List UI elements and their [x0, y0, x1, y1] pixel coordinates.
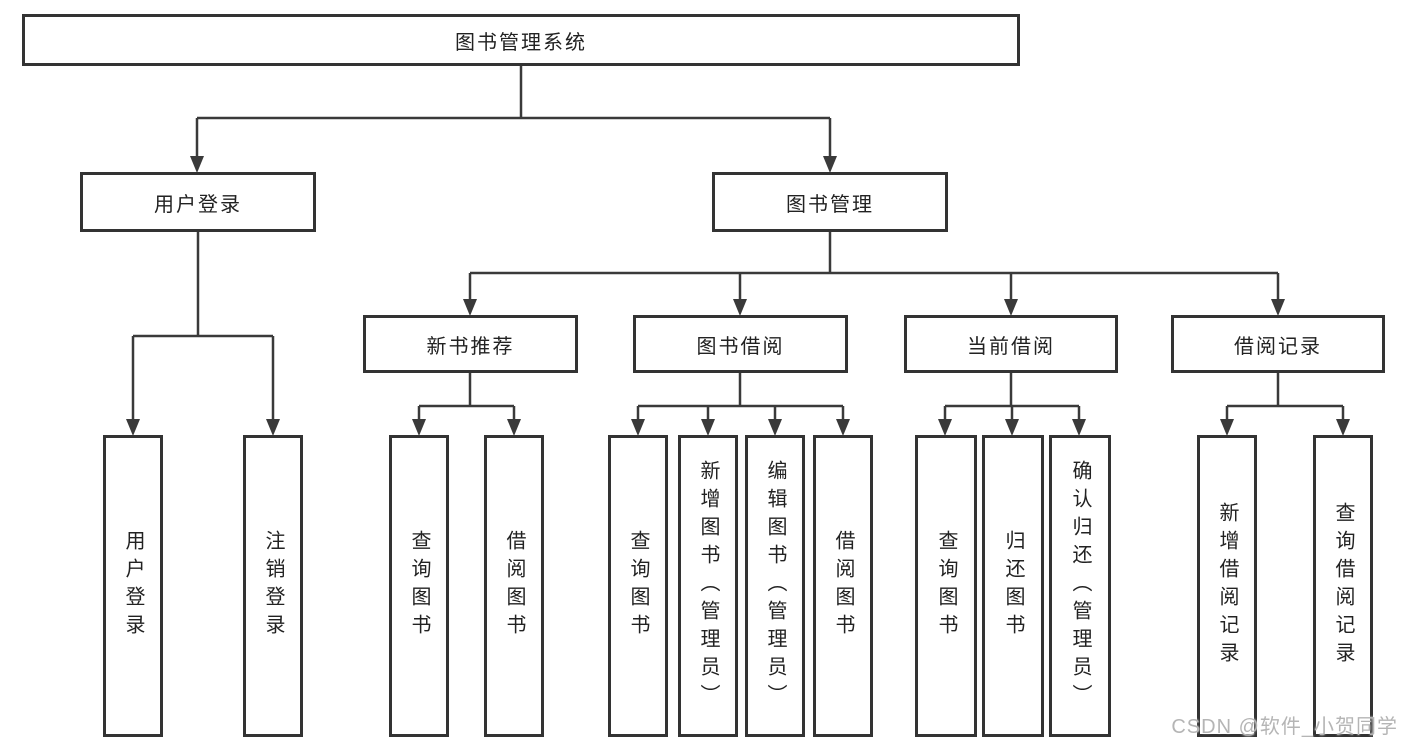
leaf-nbr-query-books: 查询图书	[389, 435, 449, 737]
node-current-borrowing-label: 当前借阅	[967, 335, 1055, 358]
leaf-bb-query-books: 查询图书	[608, 435, 668, 737]
leaf-cb-return-books-label: 归还图书	[1002, 530, 1024, 642]
node-root-library-system: 图书管理系统	[22, 14, 1020, 66]
leaf-cb-confirm-return-admin-label: 确认归还（管理员）	[1069, 460, 1091, 712]
leaf-nbr-borrow-books: 借阅图书	[484, 435, 544, 737]
leaf-cb-query-books-label: 查询图书	[935, 530, 957, 642]
leaf-logout: 注销登录	[243, 435, 303, 737]
arrowheads-level2	[190, 156, 837, 173]
connector-borrow-records-children	[1225, 373, 1345, 421]
leaf-bb-borrow-books: 借阅图书	[813, 435, 873, 737]
node-user-login-label: 用户登录	[154, 193, 242, 216]
node-borrowing-records: 借阅记录	[1171, 315, 1385, 373]
leaf-bb-borrow-books-label: 借阅图书	[832, 530, 854, 642]
leaf-nbr-borrow-books-label: 借阅图书	[503, 530, 525, 642]
node-book-borrowing: 图书借阅	[633, 315, 848, 373]
connector-book-borrow-children	[636, 373, 845, 421]
node-new-book-recommendation: 新书推荐	[363, 315, 578, 373]
leaf-bb-query-books-label: 查询图书	[627, 530, 649, 642]
leaf-cb-return-books: 归还图书	[982, 435, 1044, 737]
arrowheads-current-borrow-children	[938, 419, 1086, 436]
leaf-bb-edit-books-admin: 编辑图书（管理员）	[745, 435, 805, 737]
leaf-bb-add-books-admin: 新增图书（管理员）	[678, 435, 738, 737]
node-user-login: 用户登录	[80, 172, 316, 232]
node-book-borrowing-label: 图书借阅	[696, 335, 785, 358]
leaf-br-add-record-label: 新增借阅记录	[1216, 502, 1238, 670]
node-new-book-recommendation-label: 新书推荐	[426, 335, 515, 358]
csdn-watermark: CSDN @软件_小贺同学	[1171, 716, 1398, 738]
arrowheads-borrow-records-children	[1220, 419, 1350, 436]
node-root-label: 图书管理系统	[455, 31, 587, 54]
leaf-br-query-record: 查询借阅记录	[1313, 435, 1373, 737]
leaf-bb-add-books-admin-label: 新增图书（管理员）	[697, 460, 719, 712]
connector-new-book-rec-children	[417, 373, 516, 421]
arrowheads-book-mgmt-sections	[463, 299, 1285, 316]
leaf-user-login-label: 用户登录	[122, 530, 144, 642]
arrowheads-book-borrow-children	[631, 419, 850, 436]
arrowheads-user-login-children	[126, 419, 280, 436]
connector-root-to-level2	[195, 66, 832, 158]
connector-user-login-children	[131, 232, 275, 421]
leaf-cb-confirm-return-admin: 确认归还（管理员）	[1049, 435, 1111, 737]
leaf-br-add-record: 新增借阅记录	[1197, 435, 1257, 737]
node-borrowing-records-label: 借阅记录	[1234, 335, 1322, 358]
connector-current-borrow-children	[943, 373, 1081, 421]
node-book-management: 图书管理	[712, 172, 948, 232]
node-current-borrowing: 当前借阅	[904, 315, 1118, 373]
arrowheads-new-book-rec-children	[412, 419, 521, 436]
leaf-br-query-record-label: 查询借阅记录	[1332, 502, 1354, 670]
connector-book-mgmt-sections	[468, 232, 1280, 301]
leaf-logout-label: 注销登录	[262, 530, 284, 642]
leaf-nbr-query-books-label: 查询图书	[408, 530, 430, 642]
leaf-bb-edit-books-admin-label: 编辑图书（管理员）	[764, 460, 786, 712]
leaf-user-login: 用户登录	[103, 435, 163, 737]
leaf-cb-query-books: 查询图书	[915, 435, 977, 737]
node-book-management-label: 图书管理	[786, 193, 874, 216]
